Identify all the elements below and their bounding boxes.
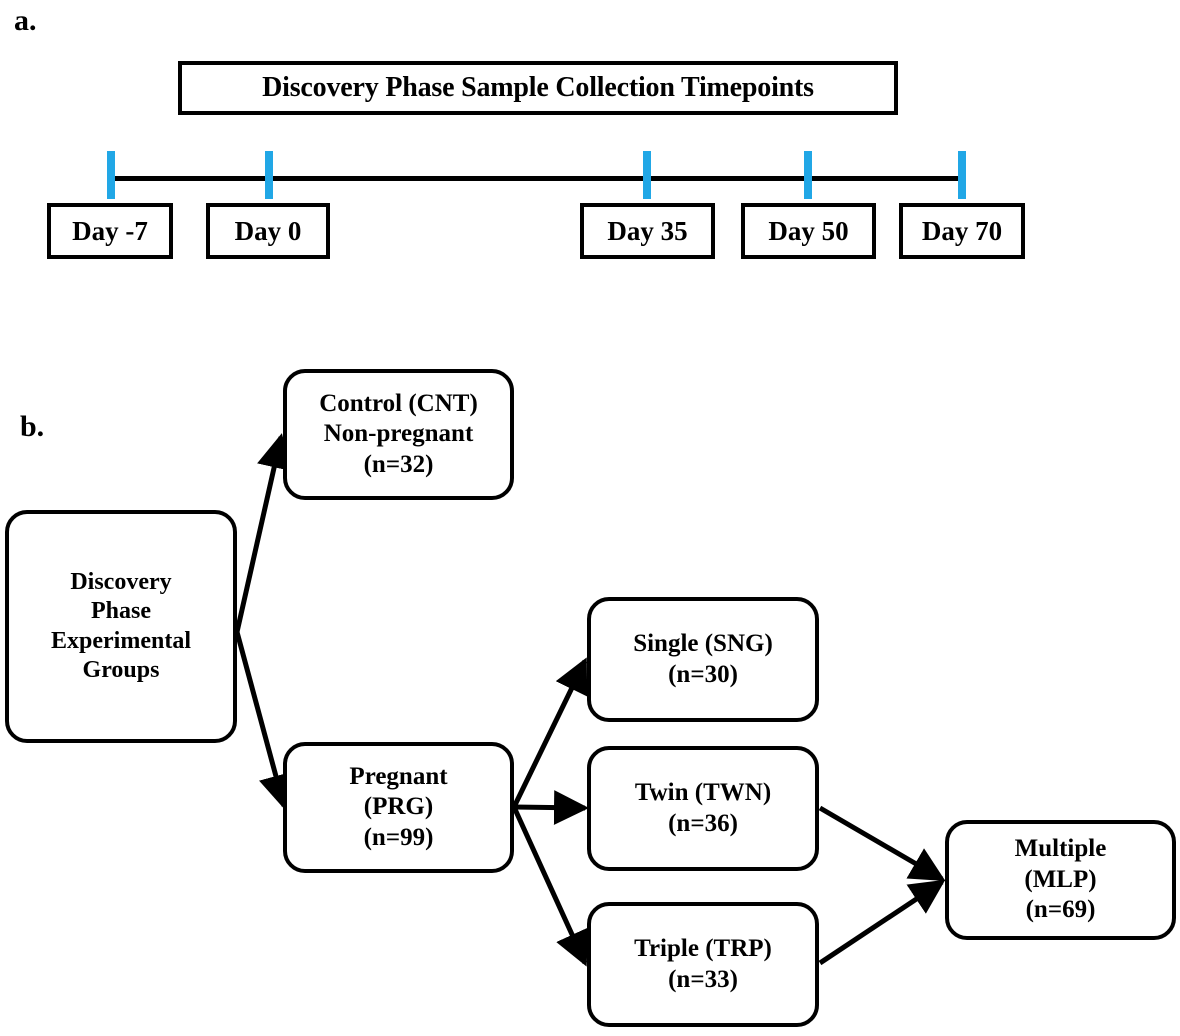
flow-node-pregnant-line: Pregnant xyxy=(349,762,448,790)
flow-node-control: Control (CNT) Non-pregnant(n=32) xyxy=(283,369,514,500)
flow-node-twin: Twin (TWN) (n=36) xyxy=(587,746,819,871)
edge-pregnant-to-twin xyxy=(513,790,589,826)
flow-node-control-line: (n=32) xyxy=(363,450,434,478)
flow-node-pregnant: Pregnant (PRG)(n=99) xyxy=(283,742,514,873)
timepoint-box-day-7: Day -7 xyxy=(47,203,173,259)
timeline-tick-day-50 xyxy=(804,151,812,199)
edge-twin-to-multiple xyxy=(818,805,946,882)
flow-node-single-line: (n=30) xyxy=(668,660,738,688)
timepoint-box-day-35: Day 35 xyxy=(580,203,715,259)
timepoint-label: Day 0 xyxy=(234,215,302,246)
timeline-tick-day-70 xyxy=(958,151,966,199)
flow-node-control-line: Control (CNT) xyxy=(319,389,478,417)
discovery-phase-title-text: Discovery Phase Sample Collection Timepo… xyxy=(262,72,814,103)
flow-node-twin-line: (n=36) xyxy=(668,809,738,837)
edge-discovery-to-control xyxy=(234,433,292,633)
flow-node-discovery-line: Discovery xyxy=(70,568,172,595)
flow-node-discovery-line: Groups xyxy=(82,656,160,683)
flow-node-control-line: Non-pregnant xyxy=(323,420,474,448)
edge-discovery-to-pregnant xyxy=(234,631,293,810)
flow-node-single: Single (SNG) (n=30) xyxy=(587,597,819,722)
flow-node-triple: Triple (TRP) (n=33) xyxy=(587,902,819,1027)
timepoint-box-day-50: Day 50 xyxy=(741,203,876,259)
flow-node-pregnant-line: (PRG) xyxy=(363,793,434,821)
flow-node-multiple: Multiple(MLP) (n=69) xyxy=(945,820,1176,940)
flow-node-single-line: Single (SNG) xyxy=(633,630,773,657)
flow-node-discovery-line: Experimental xyxy=(51,627,191,654)
timepoint-box-day-70: Day 70 xyxy=(899,203,1025,259)
edge-pregnant-to-triple xyxy=(511,805,589,967)
edge-pregnant-to-single xyxy=(511,657,588,809)
timeline-tick-day-0 xyxy=(265,151,273,199)
timeline-tick-day-35 xyxy=(643,151,651,199)
flow-node-triple-line: Triple (TRP) xyxy=(634,935,772,962)
timepoint-label: Day 70 xyxy=(921,215,1003,246)
flow-node-multiple-line: (n=69) xyxy=(1025,896,1096,924)
panel-a-label: a. xyxy=(14,4,37,37)
timepoint-box-day-0: Day 0 xyxy=(206,203,330,259)
flow-node-triple-line: (n=33) xyxy=(668,965,738,993)
flow-node-multiple-line: Multiple xyxy=(1014,835,1107,863)
timepoint-label: Day 35 xyxy=(607,215,688,246)
discovery-phase-title-box: Discovery Phase Sample Collection Timepo… xyxy=(178,61,898,115)
timepoint-label: Day -7 xyxy=(72,215,148,246)
flow-node-twin-line: Twin (TWN) xyxy=(634,779,772,806)
panel-b-label: b. xyxy=(20,410,45,443)
timeline-axis xyxy=(113,176,963,181)
timepoint-label: Day 50 xyxy=(768,215,849,246)
edge-triple-to-multiple xyxy=(818,879,946,966)
flow-node-discovery-line: Phase xyxy=(91,598,151,625)
timeline-tick-day-7 xyxy=(107,151,115,199)
flow-node-pregnant-line: (n=99) xyxy=(363,823,434,851)
flow-node-multiple-line: (MLP) xyxy=(1024,865,1097,893)
